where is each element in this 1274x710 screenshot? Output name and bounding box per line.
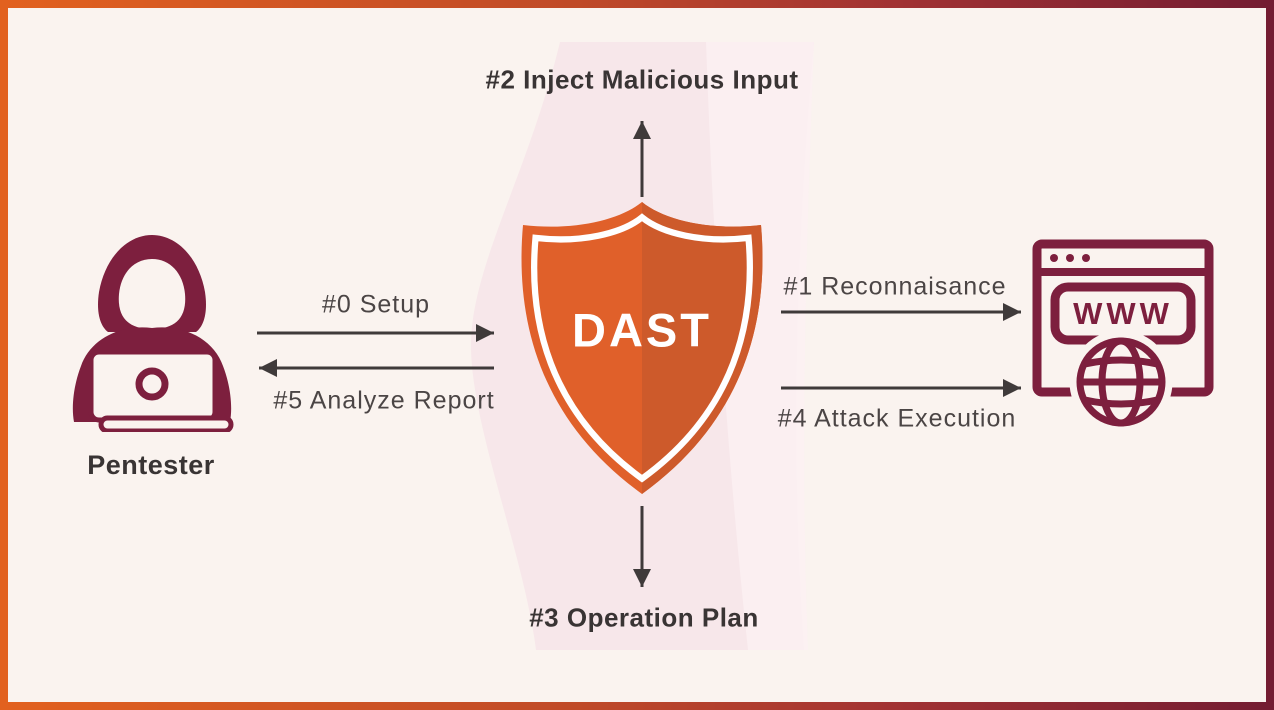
hooded-hacker-laptop-icon [72, 235, 234, 432]
flow-label-attack-execution: #4 Attack Execution [777, 404, 1017, 433]
browser-globe-icon [1032, 239, 1214, 434]
target-label: WWW [1073, 296, 1173, 331]
actor-label: Pentester [87, 450, 215, 481]
hub-label: DAST [572, 303, 712, 357]
flow-label-setup: #0 Setup [321, 290, 431, 319]
flow-label-reconnaisance: #1 Reconnaisance [783, 272, 1007, 301]
flow-label-analyze-report: #5 Analyze Report [273, 386, 495, 415]
flow-label-operation-plan: #3 Operation Plan [529, 602, 759, 633]
flow-label-inject-malicious: #2 Inject Malicious Input [485, 64, 799, 95]
